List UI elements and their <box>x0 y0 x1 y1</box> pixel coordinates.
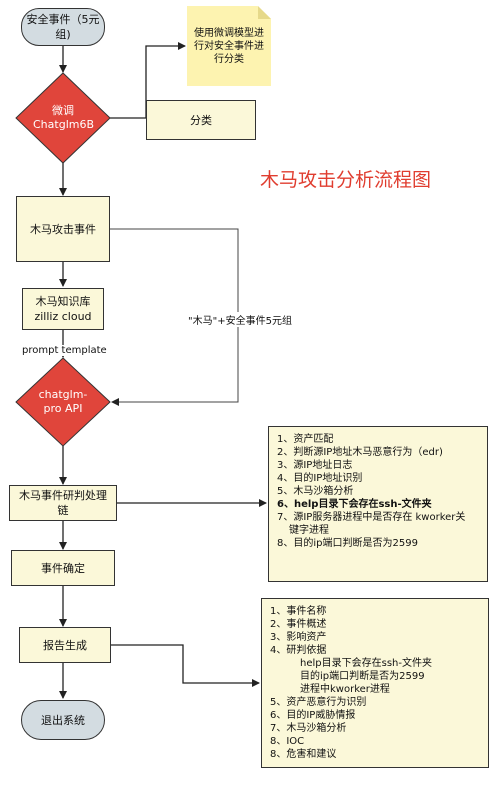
analysis-item: 4、目的IP地址识别 <box>277 473 363 484</box>
report-item: 7、木马沙箱分析 <box>270 723 347 734</box>
prompt-template-label: prompt template <box>22 345 107 356</box>
diagram-title: 木马攻击分析流程图 <box>260 169 432 191</box>
classify-node: 分类 <box>146 100 256 140</box>
report-item: 5、资产恶意行为识别 <box>270 697 367 708</box>
report-label: 报告生成 <box>43 638 87 652</box>
report-item: 3、影响资产 <box>270 632 327 643</box>
note-node: 使用微调模型进行对安全事件进行分类 <box>187 6 271 86</box>
knowledge-node: 木马知识库 zilliz cloud <box>22 288 104 330</box>
analysis-item: 1、资产匹配 <box>277 434 334 445</box>
report-item: 8、IOC <box>270 736 305 747</box>
exit-label: 退出系统 <box>41 713 85 727</box>
classify-label: 分类 <box>190 113 212 127</box>
knowledge-label: 木马知识库 zilliz cloud <box>34 295 92 323</box>
analysis-item: 5、木马沙箱分析 <box>277 486 354 497</box>
report-item: 进程中kworker进程 <box>300 684 390 695</box>
analysis-chain-node: 木马事件研判处理链 <box>9 485 117 521</box>
start-node: 安全事件（5元组) <box>21 8 105 46</box>
analysis-chain-label: 木马事件研判处理链 <box>19 489 107 517</box>
analysis-item: 7、源IP服务器进程中是否存在 kworker关 <box>277 512 466 523</box>
report-item: 目的ip端口判断是否为2599 <box>300 671 425 682</box>
trojan-plus-label: "木马"+安全事件5元组 <box>188 312 292 327</box>
report-item: 1、事件名称 <box>270 606 327 617</box>
analysis-item: 2、判断源IP地址木马恶意行为（edr) <box>277 447 443 458</box>
edge-report-list <box>111 644 260 687</box>
start-label: 安全事件（5元组) <box>26 13 100 41</box>
confirm-label: 事件确定 <box>41 561 85 575</box>
analysis-item: 6、help目录下会存在ssh-文件夹 <box>277 499 432 510</box>
exit-node: 退出系统 <box>21 700 105 740</box>
analysis-item: 8、目的ip端口判断是否为2599 <box>277 538 418 549</box>
analysis-list: 1、资产匹配 2、判断源IP地址木马恶意行为（edr) 3、源IP地址日志 4、… <box>268 426 488 582</box>
note-label: 使用微调模型进行对安全事件进行分类 <box>194 27 264 65</box>
report-list: 1、事件名称 2、事件概述 3、影响资产 4、研判依据 help目录下会存在ss… <box>261 598 489 768</box>
note-fold-icon <box>258 6 271 19</box>
report-item: help目录下会存在ssh-文件夹 <box>300 658 432 669</box>
edge-finetune-note <box>110 42 186 119</box>
report-item: 6、目的IP威胁情报 <box>270 710 356 721</box>
chatglm-pro-label: chatglm-pro API <box>38 388 88 415</box>
report-node: 报告生成 <box>19 627 111 663</box>
trojan-event-node: 木马攻击事件 <box>16 196 110 262</box>
trojan-event-label: 木马攻击事件 <box>30 222 96 236</box>
report-item: 8、危害和建议 <box>270 749 337 760</box>
finetune-node: 微调 Chatglm6B <box>16 100 110 136</box>
finetune-label: 微调 Chatglm6B <box>33 104 95 131</box>
chatglm-pro-node: chatglm-pro API <box>16 384 110 420</box>
analysis-item: 3、源IP地址日志 <box>277 460 353 471</box>
confirm-node: 事件确定 <box>11 550 115 586</box>
report-item: 4、研判依据 <box>270 645 327 656</box>
analysis-item: 键字进程 <box>289 525 329 536</box>
report-item: 2、事件概述 <box>270 619 327 630</box>
